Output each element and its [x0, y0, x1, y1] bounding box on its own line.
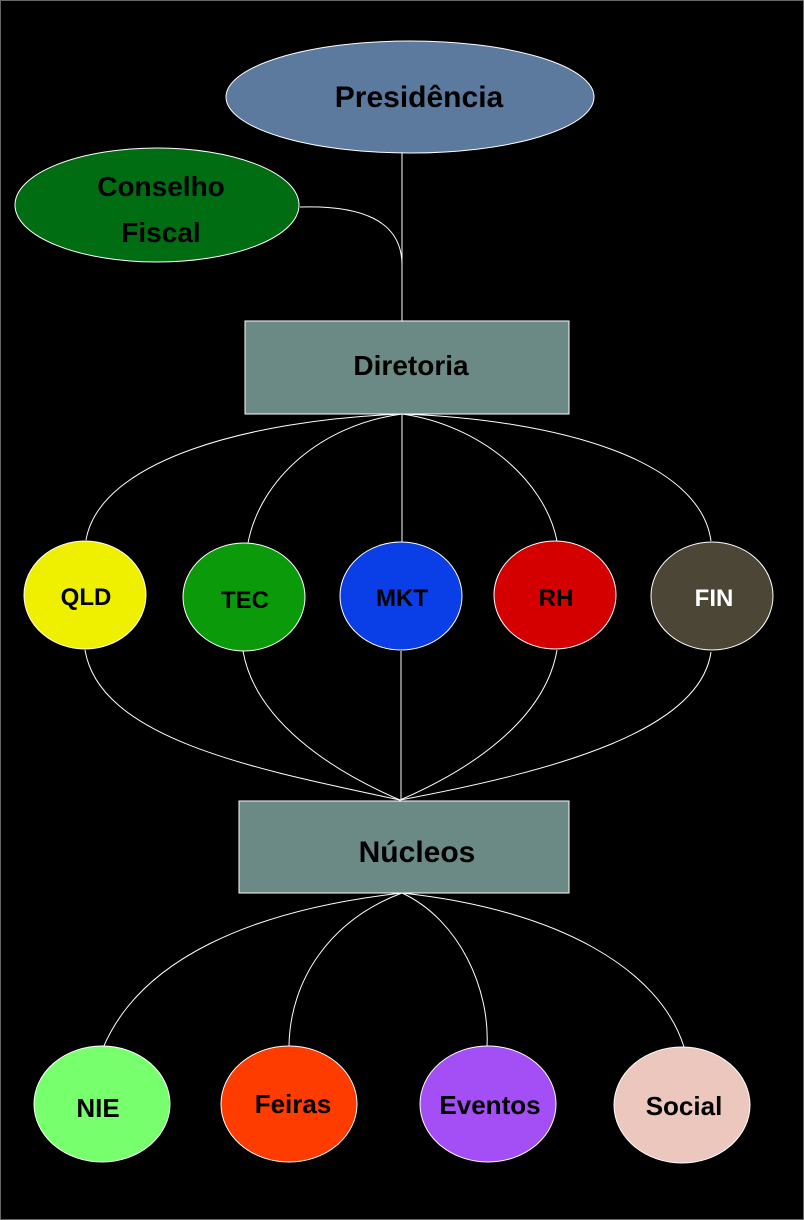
department-label-rh: RH	[539, 585, 574, 612]
group-circle-feiras	[220, 1045, 358, 1163]
connector-fin-nucleos	[399, 651, 712, 801]
connector-rh-nucleos	[399, 649, 558, 801]
group-circle-eventos	[419, 1045, 557, 1163]
nucleos-node: Núcleos	[238, 800, 570, 894]
connector-nucleos-eventos	[401, 892, 488, 1047]
connector-diretoria-tec	[247, 413, 403, 544]
department-circle-tec	[182, 542, 306, 652]
connector-nucleos-nie	[102, 892, 403, 1049]
group-node-social: Social	[613, 1046, 751, 1164]
diretoria-box	[244, 320, 570, 415]
department-node-qld: QLD	[23, 540, 147, 650]
department-node-mkt: MKT	[339, 541, 463, 651]
conselho-fiscal-ellipse	[14, 147, 300, 263]
group-node-eventos: Eventos	[419, 1045, 557, 1163]
connector-nucleos-feiras	[288, 892, 403, 1047]
presidencia-node: Presidência	[225, 40, 595, 154]
group-circle-social	[613, 1046, 751, 1164]
nucleos-label: Núcleos	[359, 836, 476, 869]
connector-qld-nucleos	[84, 649, 401, 801]
connector-tec-nucleos	[242, 650, 401, 801]
connector-nucleos-social	[401, 892, 685, 1048]
department-node-tec: TEC	[182, 542, 306, 652]
department-label-fin: FIN	[695, 585, 734, 612]
conselho-fiscal-label-line2: Fiscal	[121, 217, 200, 248]
department-label-tec: TEC	[221, 587, 269, 614]
diretoria-node: Diretoria	[244, 320, 570, 415]
nucleos-box	[238, 800, 570, 894]
connectors	[84, 153, 712, 1049]
group-label-feiras: Feiras	[255, 1089, 332, 1119]
department-node-fin: FIN	[650, 541, 774, 651]
connector-diretoria-qld	[85, 413, 403, 541]
conselho-fiscal-node: Conselho Fiscal	[14, 147, 300, 263]
department-circle-qld	[23, 540, 147, 650]
diretoria-label: Diretoria	[353, 350, 469, 381]
department-label-qld: QLD	[61, 584, 112, 611]
group-circle-nie	[33, 1045, 171, 1163]
connector-diretoria-fin	[401, 413, 712, 542]
group-label-social: Social	[646, 1091, 723, 1121]
group-label-nie: NIE	[76, 1093, 119, 1123]
group-node-feiras: Feiras	[220, 1045, 358, 1163]
department-label-mkt: MKT	[376, 585, 428, 612]
department-node-rh: RH	[493, 540, 617, 650]
conselho-fiscal-label-line1: Conselho	[97, 171, 225, 202]
department-circle-rh	[493, 540, 617, 650]
group-row: NIE Feiras Eventos Social	[33, 1045, 751, 1164]
connector-diretoria-rh	[401, 413, 558, 542]
presidencia-ellipse	[225, 40, 595, 154]
group-node-nie: NIE	[33, 1045, 171, 1163]
connector-conselho-diretoria	[299, 206, 403, 266]
department-row: QLD TEC MKT RH FIN	[23, 540, 774, 652]
department-circle-mkt	[339, 541, 463, 651]
department-circle-fin	[650, 541, 774, 651]
presidencia-label: Presidência	[335, 81, 504, 114]
group-label-eventos: Eventos	[439, 1090, 540, 1120]
